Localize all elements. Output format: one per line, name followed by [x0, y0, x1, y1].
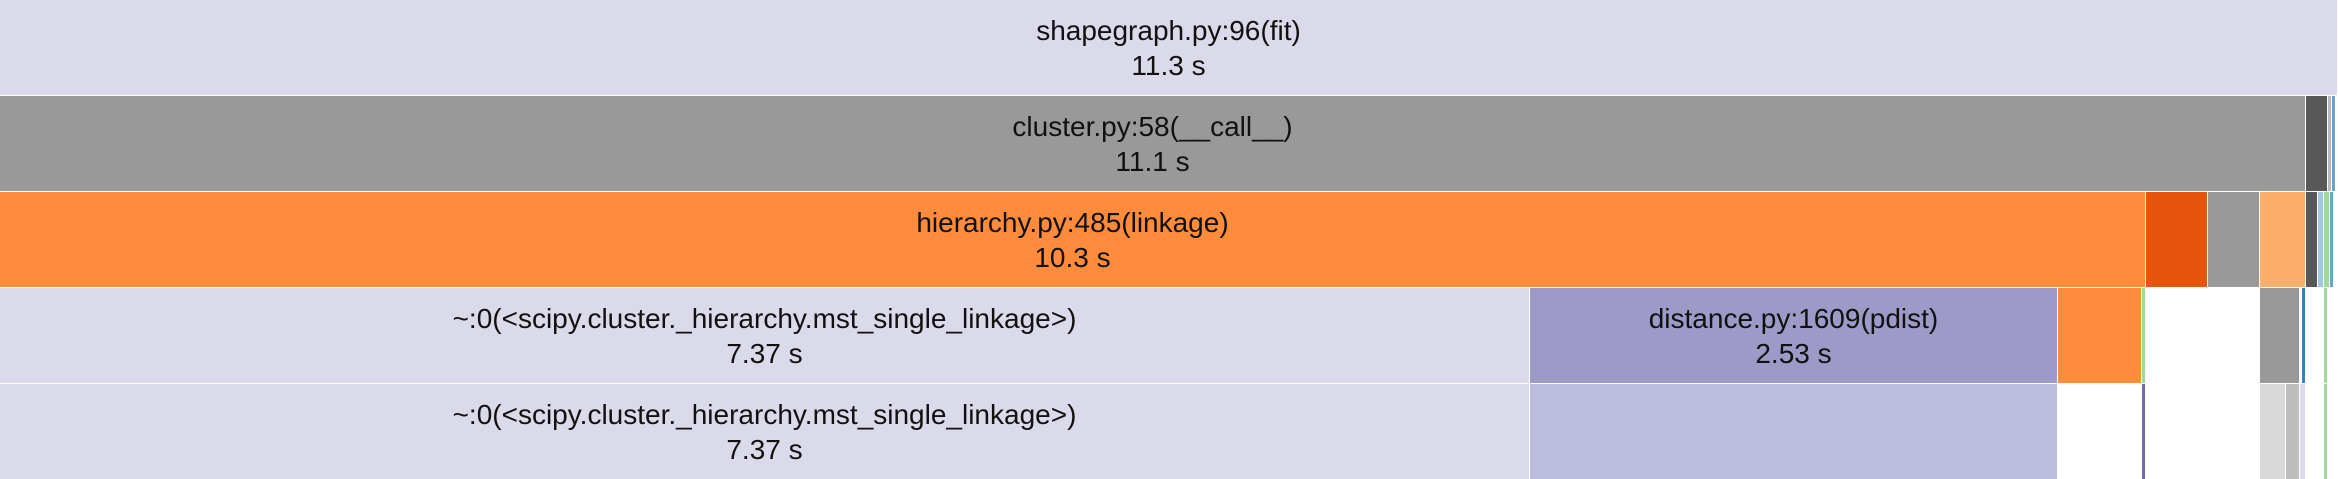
frame-function-name: ~:0(<scipy.cluster._hierarchy.mst_single…: [452, 398, 1077, 430]
flame-frame-small[interactable]: [2286, 384, 2300, 479]
frame-label: ~:0(<scipy.cluster._hierarchy.mst_single…: [0, 397, 1529, 467]
flame-frame[interactable]: shapegraph.py:96(fit)11.3 s: [0, 0, 2338, 95]
frame-function-name: cluster.py:58(__call__): [1012, 110, 1293, 142]
flame-frame-small[interactable]: [2324, 384, 2328, 479]
flame-frame-small[interactable]: [2332, 96, 2336, 191]
frame-label: shapegraph.py:96(fit)11.3 s: [0, 13, 2337, 83]
frame-time: 10.3 s: [1034, 241, 1111, 273]
flame-frame-small[interactable]: [1530, 384, 2058, 479]
flame-frame-small[interactable]: [2300, 384, 2306, 479]
frame-function-name: hierarchy.py:485(linkage): [916, 206, 1229, 238]
flame-frame[interactable]: distance.py:1609(pdist)2.53 s: [1530, 288, 2058, 383]
flame-frame-small[interactable]: [2328, 96, 2332, 191]
flame-frame-small[interactable]: [2302, 288, 2306, 383]
flame-frame-small[interactable]: [2306, 96, 2328, 191]
frame-time: 2.53 s: [1755, 337, 1832, 369]
flame-frame-small[interactable]: [2324, 288, 2328, 383]
flame-frame-small[interactable]: [2306, 192, 2318, 287]
flame-frame-small[interactable]: [2260, 384, 2286, 479]
flame-frame[interactable]: ~:0(<scipy.cluster._hierarchy.mst_single…: [0, 288, 1530, 383]
frame-function-name: distance.py:1609(pdist): [1648, 302, 1939, 334]
frame-time: 7.37 s: [726, 433, 803, 465]
flame-frame-small[interactable]: [2058, 288, 2142, 383]
frame-label: hierarchy.py:485(linkage)10.3 s: [0, 205, 2145, 275]
flame-frame[interactable]: cluster.py:58(__call__)11.1 s: [0, 96, 2306, 191]
frame-time: 7.37 s: [726, 337, 803, 369]
flame-frame-small[interactable]: [2142, 288, 2146, 383]
flame-frame-small[interactable]: [2208, 192, 2260, 287]
frame-time: 11.1 s: [1115, 145, 1190, 177]
frame-label: cluster.py:58(__call__)11.1 s: [0, 109, 2305, 179]
flame-frame[interactable]: ~:0(<scipy.cluster._hierarchy.mst_single…: [0, 384, 1530, 479]
frame-label: distance.py:1609(pdist)2.53 s: [1530, 301, 2057, 371]
flame-frame-small[interactable]: [2324, 192, 2330, 287]
frame-label: ~:0(<scipy.cluster._hierarchy.mst_single…: [0, 301, 1529, 371]
flame-frame-small[interactable]: [2330, 192, 2334, 287]
flame-frame-small[interactable]: [2318, 192, 2324, 287]
flame-frame-small[interactable]: [2260, 288, 2300, 383]
flame-frame-small[interactable]: [2260, 192, 2306, 287]
flame-frame[interactable]: hierarchy.py:485(linkage)10.3 s: [0, 192, 2146, 287]
frame-function-name: shapegraph.py:96(fit): [1036, 14, 1301, 46]
flame-frame-small[interactable]: [2142, 384, 2146, 479]
flame-frame-small[interactable]: [2146, 192, 2208, 287]
frame-function-name: ~:0(<scipy.cluster._hierarchy.mst_single…: [452, 302, 1077, 334]
frame-time: 11.3 s: [1131, 49, 1206, 81]
